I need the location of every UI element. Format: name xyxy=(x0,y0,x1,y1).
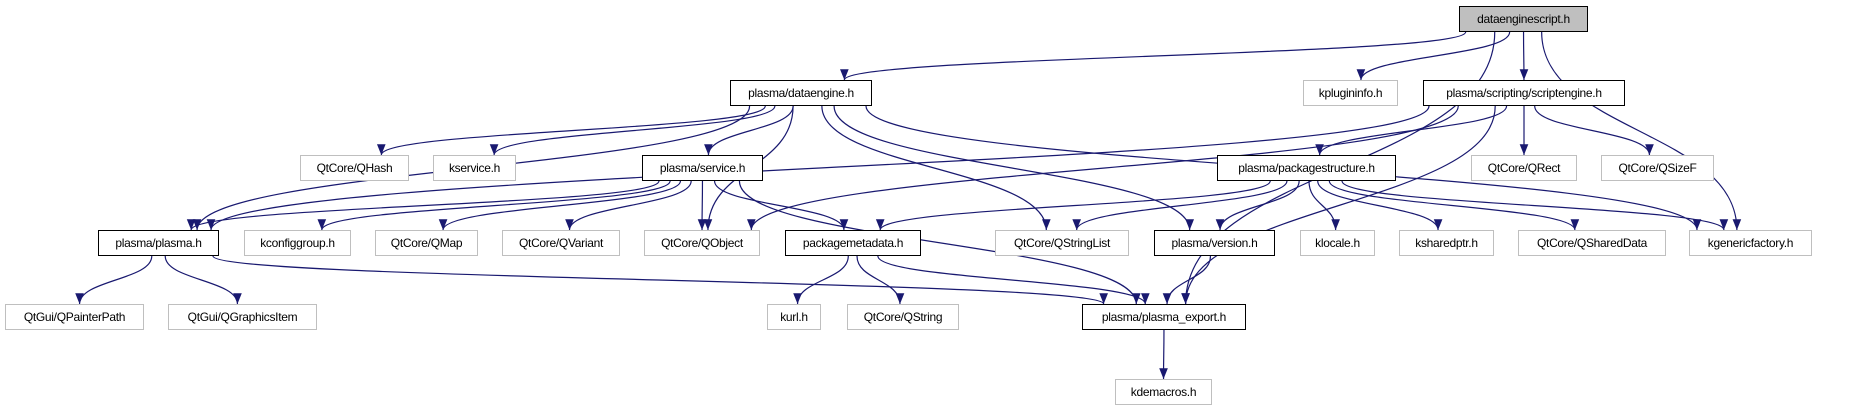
edge-plasma-to-qpainterpath xyxy=(75,255,153,305)
node-root: dataenginescript.h xyxy=(1459,6,1588,32)
node-qobject: QtCore/QObject xyxy=(644,230,760,256)
edge-packagestructure-to-ksharedptr xyxy=(1317,180,1443,231)
edge-packagestructure-to-packagemetadata xyxy=(876,180,1271,231)
edge-scriptengine-to-plasma_export xyxy=(1181,105,1496,305)
edge-dataengine-to-qhash xyxy=(377,105,766,156)
edge-dataengine-to-service xyxy=(704,105,794,156)
node-qgraphicsitem: QtGui/QGraphicsItem xyxy=(168,304,317,330)
node-packagemetadata[interactable]: packagemetadata.h xyxy=(785,230,921,256)
edge-service-to-packagemetadata xyxy=(713,180,849,231)
node-qpainterpath: QtGui/QPainterPath xyxy=(5,304,144,330)
node-qstring: QtCore/QString xyxy=(847,304,959,330)
edge-packagestructure-to-version xyxy=(1215,180,1300,231)
edge-scriptengine-to-qsizef xyxy=(1534,105,1654,156)
edge-packagemetadata-to-plasma_export xyxy=(877,255,1150,305)
edge-service-to-plasma_export xyxy=(738,180,1141,305)
edge-scriptengine-to-packagestructure xyxy=(1315,105,1508,156)
node-kurl: kurl.h xyxy=(767,304,821,330)
node-qrect: QtCore/QRect xyxy=(1471,155,1577,181)
edge-packagestructure-to-kgenericfactory xyxy=(1341,180,1729,231)
edge-service-to-plasma xyxy=(187,180,660,231)
node-kconfiggroup: kconfiggroup.h xyxy=(244,230,351,256)
node-service[interactable]: plasma/service.h xyxy=(642,155,763,181)
edge-packagemetadata-to-qstring xyxy=(856,255,905,305)
edge-plasma-to-plasma_export xyxy=(212,255,1108,305)
node-kgenericfactory: kgenericfactory.h xyxy=(1689,230,1812,256)
edge-service-to-qvariant xyxy=(565,180,692,231)
edge-dataengine-to-version xyxy=(833,105,1194,231)
edge-root-to-kgenericfactory xyxy=(1541,31,1742,231)
node-scriptengine[interactable]: plasma/scripting/scriptengine.h xyxy=(1423,80,1625,106)
edge-packagestructure-to-qstringlist xyxy=(1072,180,1288,231)
node-qmap: QtCore/QMap xyxy=(375,230,478,256)
edge-scriptengine-to-plasma xyxy=(206,105,1430,231)
node-qhash: QtCore/QHash xyxy=(300,155,409,181)
node-kservice: kservice.h xyxy=(433,155,516,181)
node-plasma[interactable]: plasma/plasma.h xyxy=(98,230,219,256)
node-kplugininfo: kplugininfo.h xyxy=(1303,80,1398,106)
node-packagestructure[interactable]: plasma/packagestructure.h xyxy=(1217,155,1396,181)
edge-packagestructure-to-qshareddata xyxy=(1328,180,1580,231)
node-qshareddata: QtCore/QSharedData xyxy=(1518,230,1666,256)
node-qsizef: QtCore/QSizeF xyxy=(1601,155,1714,181)
node-kdemacros: kdemacros.h xyxy=(1115,379,1212,405)
edge-service-to-kconfiggroup xyxy=(317,180,671,231)
node-qstringlist: QtCore/QStringList xyxy=(995,230,1129,256)
edge-packagestructure-to-klocale xyxy=(1308,180,1340,231)
node-klocale: klocale.h xyxy=(1300,230,1375,256)
node-qvariant: QtCore/QVariant xyxy=(502,230,620,256)
node-ksharedptr: ksharedptr.h xyxy=(1399,230,1494,256)
edge-service-to-qmap xyxy=(438,180,682,231)
edge-root-to-kplugininfo xyxy=(1356,31,1511,81)
edge-dataengine-to-kservice xyxy=(489,105,776,156)
edge-version-to-plasma_export xyxy=(1162,255,1212,305)
edge-packagemetadata-to-kurl xyxy=(793,255,849,305)
node-dataengine[interactable]: plasma/dataengine.h xyxy=(730,80,872,106)
node-version[interactable]: plasma/version.h xyxy=(1154,230,1275,256)
edge-root-to-dataengine xyxy=(840,31,1467,81)
edge-plasma-to-qgraphicsitem xyxy=(164,255,242,305)
node-plasma_export[interactable]: plasma/plasma_export.h xyxy=(1082,304,1246,330)
